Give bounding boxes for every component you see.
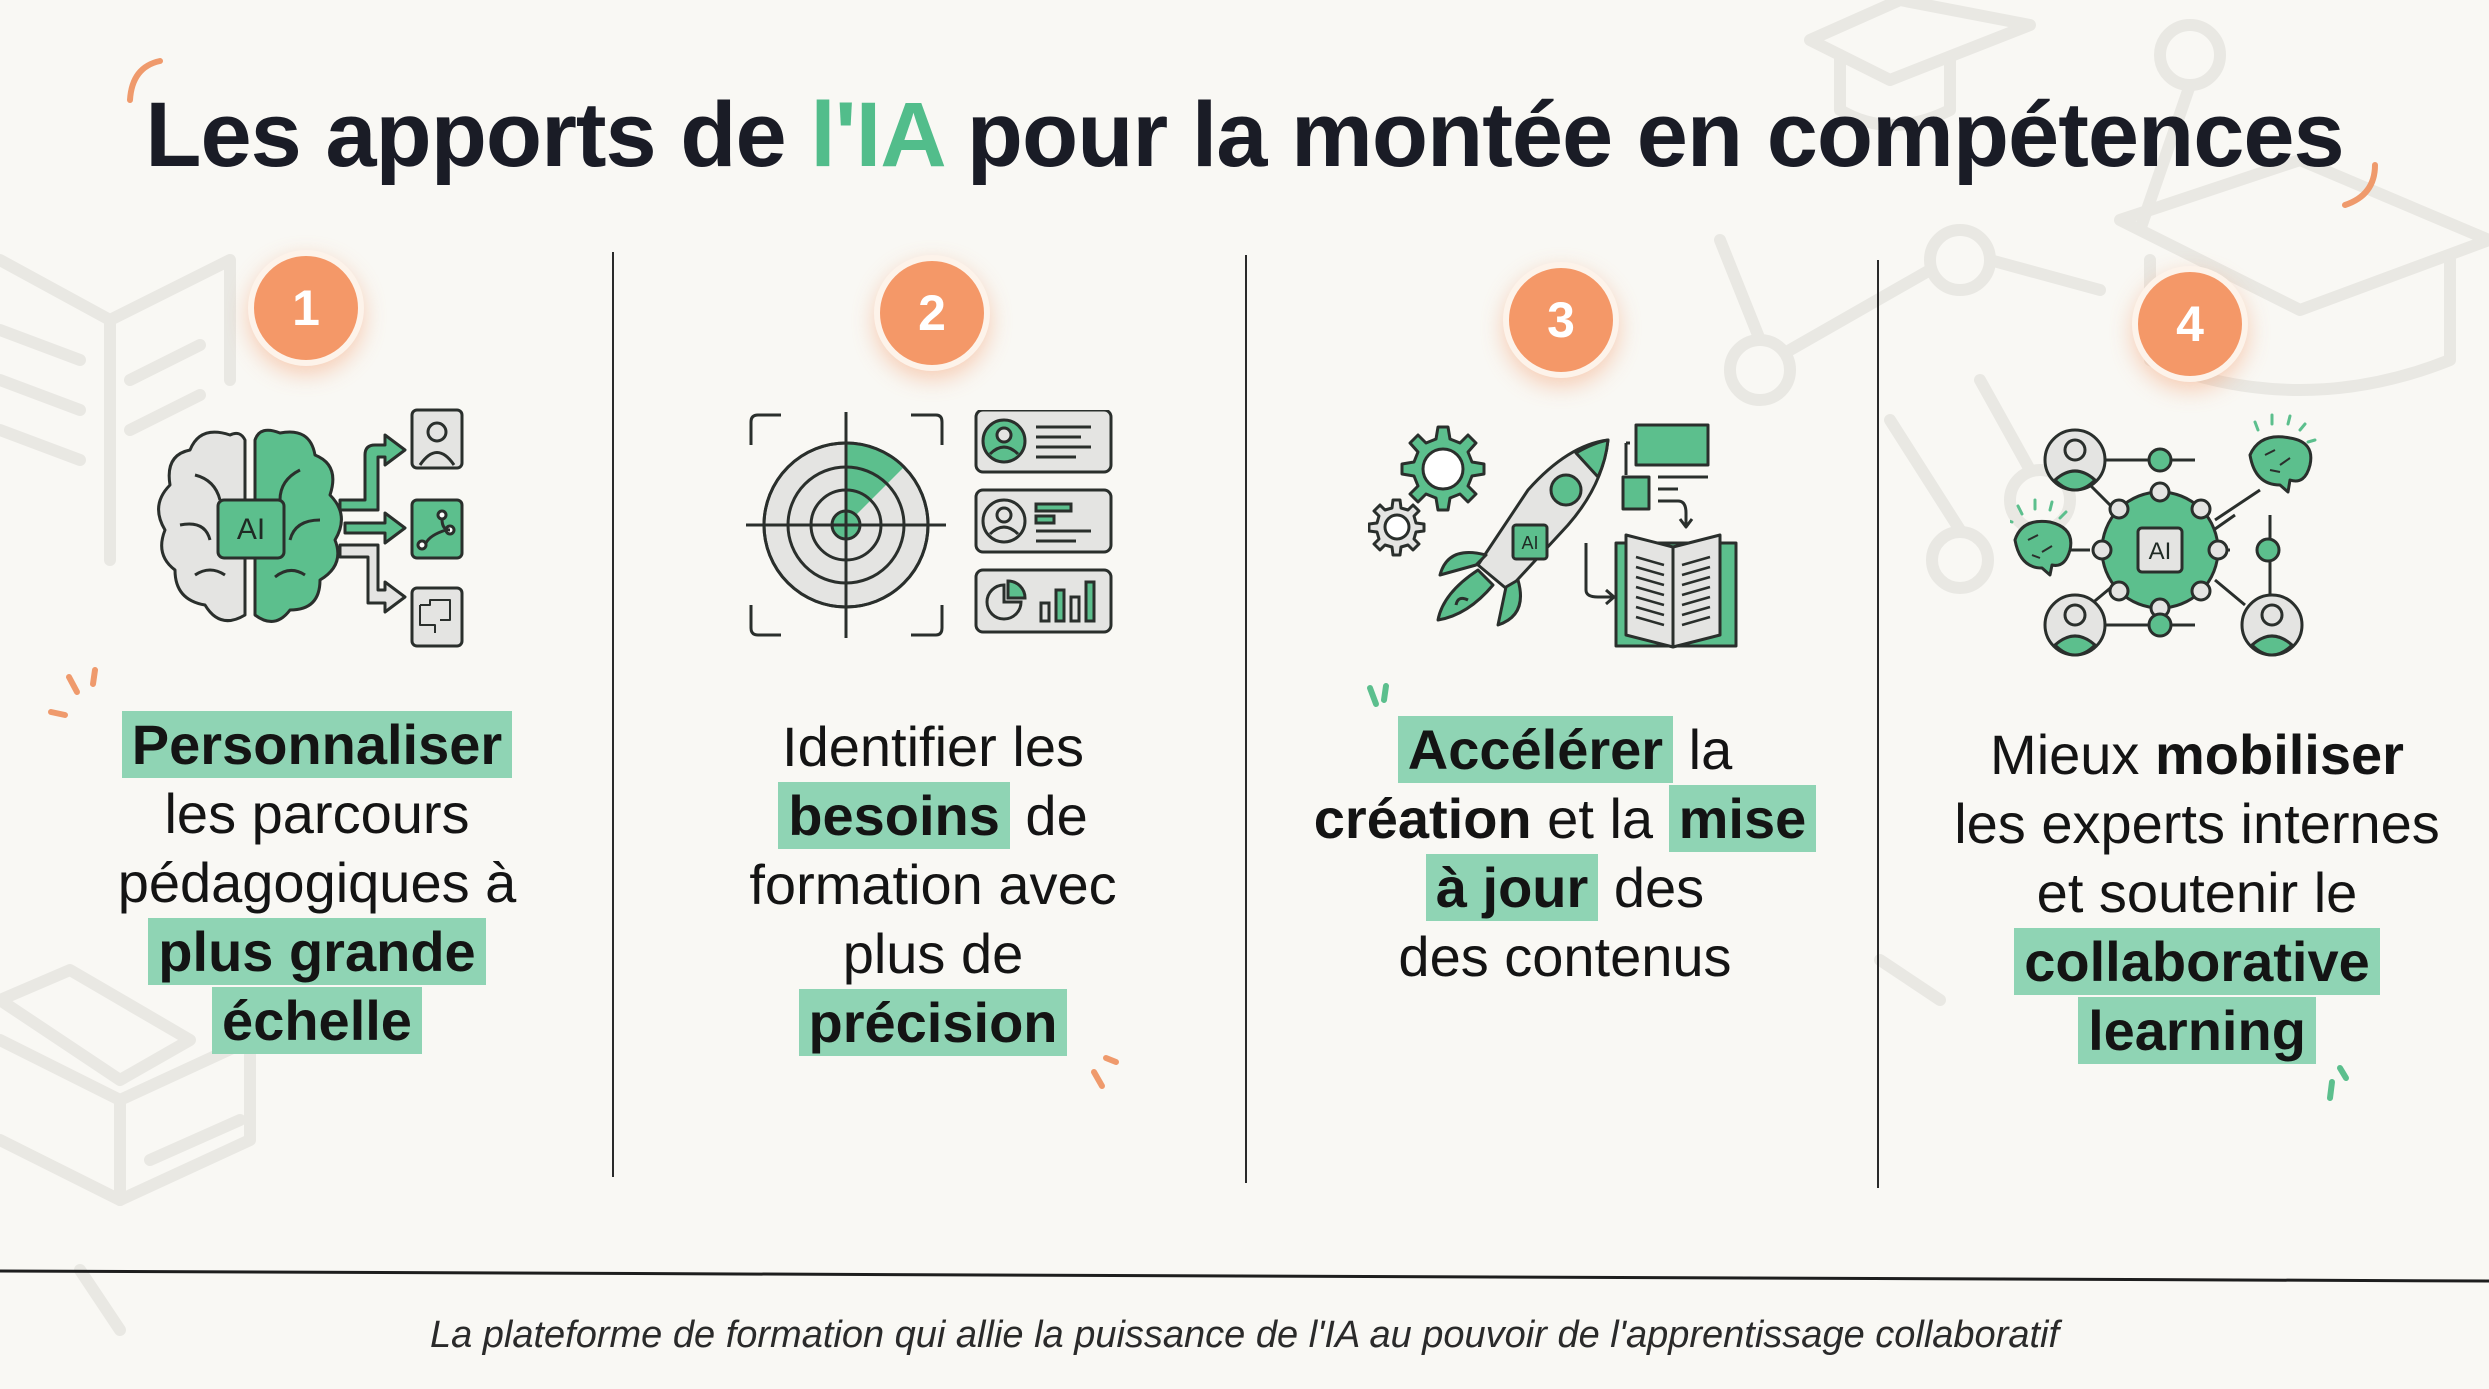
title-arc-left: [127, 58, 163, 103]
highlight-text: Personnaliser: [121, 711, 513, 778]
title-after: pour la montée en compétences: [942, 84, 2345, 186]
column-divider: [1245, 255, 1247, 1183]
sparkle-accent-icon: [2327, 1065, 2349, 1101]
panel-text: Identifier les besoins de formation avec…: [616, 712, 1250, 1057]
ai-network-experts-icon: AI: [2010, 413, 2317, 657]
panel-text: Personnaliser les parcours pédagogiques …: [0, 710, 634, 1055]
highlight-text: à jour: [1425, 854, 1599, 921]
column-divider: [1877, 260, 1879, 1188]
body-text: la: [1673, 718, 1733, 781]
panel-2: 2: [616, 0, 1250, 1200]
highlight-text: learning: [2078, 997, 2316, 1064]
bold-text: mobiliser: [2154, 723, 2404, 786]
body-text: Identifier les: [782, 715, 1084, 778]
panel-4: 4 AI: [1880, 0, 2489, 1200]
body-text: les experts internes: [1954, 792, 2440, 855]
body-text: plus de: [842, 922, 1024, 985]
body-text: les parcours: [164, 782, 470, 845]
body-text: de: [1009, 784, 1088, 847]
highlight-text: précision: [798, 989, 1068, 1056]
panel-text: Accélérer la création et la mise à jour …: [1248, 715, 1882, 991]
body-text: pédagogiques à: [117, 851, 517, 914]
body-text: et la: [1531, 787, 1669, 850]
svg-text:AI: AI: [2149, 538, 2172, 565]
body-text: des: [1598, 856, 1705, 919]
column-divider: [612, 252, 614, 1177]
panel-1: 1 AI Personna: [0, 0, 634, 1200]
page-title: Les apports de l'IA pour la montée en co…: [0, 80, 2489, 190]
highlight-text: échelle: [212, 987, 422, 1054]
svg-text:AI: AI: [237, 513, 265, 546]
title-accent: l'IA: [810, 84, 943, 186]
footer-tagline: La plateforme de formation qui allie la …: [429, 1314, 2060, 1356]
panel-text: Mieux mobiliser les experts internes et …: [1880, 720, 2489, 1065]
svg-text:AI: AI: [1521, 533, 1538, 553]
body-text: et soutenir le: [2036, 861, 2358, 924]
highlight-text: collaborative: [2014, 928, 2380, 995]
radar-profiles-icon: [746, 410, 1113, 638]
highlight-text: Accélérer: [1397, 716, 1674, 783]
body-text: des contenus: [1398, 925, 1732, 988]
bold-text: création: [1313, 787, 1532, 850]
body-text: formation avec: [749, 853, 1117, 916]
rocket-gears-book-icon: AI: [1368, 423, 1738, 649]
sparkle-accent-icon: [48, 667, 98, 718]
step-badge: 2: [874, 255, 990, 371]
body-text: Mieux: [1990, 723, 2155, 786]
step-badge: 1: [248, 250, 364, 366]
footer-rule: [0, 1269, 2489, 1283]
step-badge: 3: [1503, 262, 1619, 378]
panel-3: 3 AI: [1248, 0, 1882, 1200]
title-arc-right: [2342, 162, 2378, 208]
highlight-text: plus grande: [148, 918, 486, 985]
sparkle-accent-icon: [1091, 1055, 1119, 1089]
highlight-text: besoins: [778, 782, 1010, 849]
brain-ai-paths-icon: AI: [157, 408, 464, 648]
highlight-text: mise: [1668, 785, 1817, 852]
step-badge: 4: [2132, 266, 2248, 382]
sparkle-accent-icon: [1367, 683, 1389, 707]
title-before: Les apports de: [145, 84, 811, 186]
